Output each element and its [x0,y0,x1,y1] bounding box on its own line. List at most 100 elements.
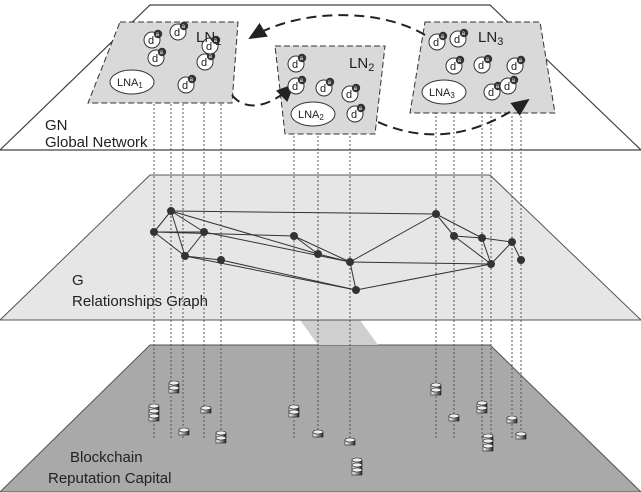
svg-text:a: a [300,56,304,62]
reputation-coin-stacks [148,380,527,476]
svg-text:a: a [486,57,490,63]
graph-nodes [150,207,525,294]
svg-text:d: d [488,87,494,99]
svg-text:a: a [458,58,462,64]
graph-edge [453,235,483,239]
graph-edge [170,210,319,255]
coin-stack [448,413,460,422]
svg-text:LNA1: LNA1 [117,77,143,90]
svg-text:a: a [190,77,194,83]
svg-text:d: d [292,81,298,93]
svg-text:a: a [160,50,164,56]
lna1-node: LNA1 [109,69,155,95]
svg-text:d: d [174,27,180,39]
graph-edge [349,261,492,265]
svg-text:d: d [450,61,456,73]
svg-text:a: a [441,34,445,40]
graph-edge [153,210,172,233]
svg-text:d: d [148,35,154,47]
graph-edge [481,237,513,243]
ln1-label: LN1 [196,29,221,48]
coin-stack [168,380,180,394]
graph-node [181,252,189,260]
graph-node [290,232,298,240]
graph-edge [490,241,513,265]
graph-node [432,210,440,218]
svg-text:a: a [328,80,332,86]
coin-stack [288,404,300,418]
svg-text:d: d [201,57,207,69]
svg-text:d: d [320,83,326,95]
graph-edge [293,235,351,263]
projection-lines [153,100,522,440]
svg-text:a: a [496,84,500,90]
coin-stack [148,403,160,422]
plane-connector-band [300,320,378,345]
coin-stack [200,405,212,414]
svg-text:a: a [354,86,358,92]
lna3-node: LNA3 [421,79,467,105]
graph-edge [349,213,437,263]
svg-text:d: d [504,81,510,93]
svg-text:d: d [206,41,212,53]
svg-text:d: d [511,61,517,73]
graph-node [314,250,322,258]
graph-edge [355,263,492,291]
graph-node [352,286,360,294]
svg-text:a: a [462,31,466,37]
graph-edge [293,235,319,255]
relationships-graph-plane [0,174,641,321]
gn-name: Global Network [45,134,148,151]
graph-edge [184,231,205,257]
graph-node [487,260,495,268]
lna2-node: LNA2 [290,101,336,127]
graph-node [478,234,486,242]
graph-node [346,258,354,266]
graph-edge [153,231,295,237]
arrow-ln2-to-ln3 [377,98,530,136]
graph-edge [184,255,357,291]
svg-text:d: d [346,89,352,101]
svg-text:a: a [300,78,304,84]
coin-stack [312,429,324,438]
svg-text:d: d [478,60,484,72]
blockchain-label: Blockchain [70,449,143,466]
coin-stack [178,427,190,436]
coin-stack [430,382,442,396]
svg-text:a: a [519,58,523,64]
coin-stack [482,433,494,452]
graph-node [517,256,525,264]
coin-stack [351,457,363,476]
svg-text:a: a [156,32,160,38]
graph-edge [481,237,492,265]
svg-text:LNA2: LNA2 [298,109,324,122]
gn-code: GN [45,117,68,134]
graph-edge [184,255,222,261]
ln3-label: LN3 [478,29,503,48]
g-code: G [72,272,84,289]
svg-text:LNA3: LNA3 [429,87,455,100]
g-name: Relationships Graph [72,293,208,310]
coin-stack [476,400,488,414]
svg-text:a: a [209,54,213,60]
graph-edge [220,259,357,291]
svg-text:a: a [359,106,363,112]
svg-text:a: a [214,38,218,44]
svg-text:d: d [182,80,188,92]
graph-edge [170,210,186,257]
